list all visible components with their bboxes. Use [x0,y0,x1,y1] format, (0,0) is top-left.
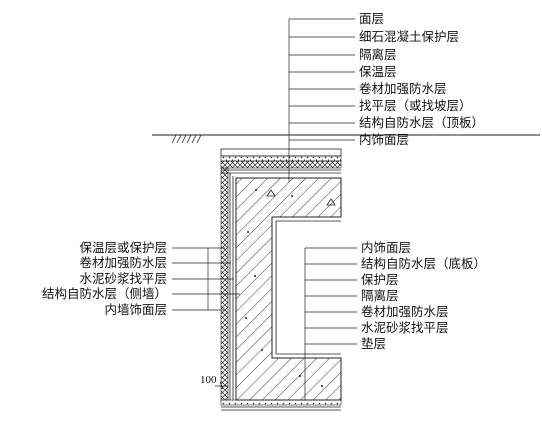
top-label-5: 卷材加强防水层 [359,81,447,96]
left-label-2: 卷材加强防水层 [79,255,167,270]
right-label-4: 隔离层 [361,288,399,303]
left-leaders [172,247,240,311]
top-label-8: 内饰面层 [359,132,409,147]
top-label-1: 面层 [359,11,384,26]
structure-section [220,148,342,411]
top-label-4: 保温层 [359,64,397,79]
top-label-2: 细石混凝土保护层 [359,29,459,44]
right-label-7: 垫层 [361,336,386,351]
top-leaders [288,18,355,182]
ground-line [152,134,540,144]
right-label-5: 卷材加强防水层 [361,304,449,319]
left-label-4: 结构自防水层（侧墙） [42,286,167,301]
left-label-1: 保温层或保护层 [79,240,167,255]
dimension-100: 100 [200,374,228,390]
top-label-6: 找平层（或找坡层） [359,98,472,113]
right-leaders [304,247,357,400]
top-label-7: 结构自防水层（顶板） [359,115,484,130]
right-label-6: 水泥砂浆找平层 [361,320,449,335]
left-label-3: 水泥砂浆找平层 [79,271,167,286]
top-label-3: 隔离层 [359,47,397,62]
dimension-label: 100 [200,374,217,386]
right-label-2: 结构自防水层（底板） [361,256,486,271]
right-label-3: 保护层 [361,272,399,287]
left-labels: 保温层或保护层 卷材加强防水层 水泥砂浆找平层 结构自防水层（侧墙） 内墙饰面层 [42,240,167,317]
right-labels: 内饰面层 结构自防水层（底板） 保护层 隔离层 卷材加强防水层 水泥砂浆找平层 … [361,240,486,351]
left-label-5: 内墙饰面层 [104,302,167,317]
top-labels: 面层 细石混凝土保护层 隔离层 保温层 卷材加强防水层 找平层（或找坡层） 结构… [359,11,484,147]
right-label-1: 内饰面层 [361,240,411,255]
